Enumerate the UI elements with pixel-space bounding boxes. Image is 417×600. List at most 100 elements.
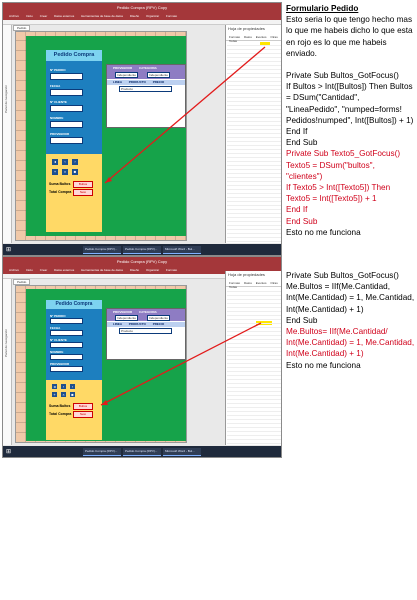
nav-next-button[interactable]: › bbox=[70, 384, 75, 389]
property-row[interactable] bbox=[227, 440, 281, 444]
tab-datos-externos[interactable]: Datos externos bbox=[54, 14, 75, 18]
tab-organizar[interactable]: Organizar bbox=[146, 14, 160, 18]
property-sheet[interactable]: Hoja de propiedades Formato Datos Evento… bbox=[225, 271, 281, 448]
input-bultos[interactable]: Bultos bbox=[73, 181, 93, 188]
prop-tab-otras[interactable]: Otras bbox=[270, 35, 278, 39]
tab-diseno[interactable]: Diseño bbox=[129, 14, 140, 18]
nav-prev-button[interactable]: ‹ bbox=[62, 159, 68, 165]
property-row[interactable] bbox=[227, 428, 281, 432]
prop-tab-otras[interactable]: Otras bbox=[270, 281, 278, 285]
navigation-pane[interactable]: Panel de navegación bbox=[3, 279, 12, 445]
taskbar-item-1[interactable]: Pedido Compra (RPV)... bbox=[83, 246, 121, 254]
input-fecha[interactable] bbox=[50, 89, 83, 96]
taskbar-item-1[interactable]: Pedido Compra (RPV)... bbox=[83, 448, 121, 456]
windows-start-icon[interactable]: ⊞ bbox=[6, 449, 12, 455]
form-tab-pedido[interactable]: Pedido bbox=[13, 25, 31, 31]
property-row[interactable] bbox=[227, 214, 281, 218]
nav-new-button[interactable]: + bbox=[52, 392, 57, 397]
input-bultos[interactable]: Bultos bbox=[73, 403, 93, 410]
property-row[interactable] bbox=[227, 206, 281, 210]
combo-categoria[interactable]: Independiente bbox=[147, 72, 170, 78]
nav-save-button[interactable]: ■ bbox=[70, 392, 75, 397]
nav-new-button[interactable]: + bbox=[52, 169, 58, 175]
property-row[interactable] bbox=[227, 408, 281, 412]
tab-formato[interactable]: Formato bbox=[166, 268, 178, 272]
property-row[interactable] bbox=[227, 308, 281, 312]
property-row[interactable] bbox=[227, 226, 281, 230]
input-proveedor[interactable] bbox=[50, 137, 83, 144]
taskbar-item-2[interactable]: Pedido Compra (RPV)... bbox=[123, 246, 161, 254]
nav-prev-button[interactable]: ‹ bbox=[61, 384, 66, 389]
tab-herramientas[interactable]: Herramientas de base de datos bbox=[81, 268, 123, 272]
input-producto[interactable]: Producto bbox=[119, 86, 172, 92]
input-fecha[interactable] bbox=[50, 330, 83, 336]
prop-tab-eventos[interactable]: Eventos bbox=[255, 281, 267, 285]
property-row[interactable] bbox=[227, 416, 281, 420]
tab-formato[interactable]: Formato bbox=[166, 14, 178, 18]
property-row[interactable] bbox=[227, 404, 281, 408]
subform-lineas[interactable]: PROVEEDOR CATEGORIA Independiente Indepe… bbox=[106, 308, 186, 360]
tab-crear[interactable]: Crear bbox=[39, 14, 48, 18]
subform-lineas[interactable]: PROVEEDOR CATEGORIA Independiente Indepe… bbox=[106, 64, 186, 128]
taskbar-item-3[interactable]: Microsoft Word - Bul... bbox=[163, 448, 201, 456]
property-row[interactable] bbox=[227, 222, 281, 226]
tab-diseno[interactable]: Diseño bbox=[129, 268, 140, 272]
nav-first-button[interactable]: ◂ bbox=[52, 384, 57, 389]
tab-herramientas[interactable]: Herramientas de base de datos bbox=[81, 14, 123, 18]
property-row[interactable] bbox=[227, 238, 281, 242]
property-row[interactable] bbox=[227, 412, 281, 416]
nav-next-button[interactable]: › bbox=[72, 159, 78, 165]
prop-tab-datos[interactable]: Datos bbox=[244, 281, 252, 285]
property-row[interactable] bbox=[227, 194, 281, 198]
property-row[interactable] bbox=[227, 182, 281, 186]
input-num-cliente[interactable] bbox=[50, 105, 83, 112]
input-num-cliente[interactable] bbox=[50, 342, 83, 348]
property-row[interactable] bbox=[227, 312, 281, 316]
input-nombre[interactable] bbox=[50, 121, 83, 128]
form-tab-pedido[interactable]: Pedido bbox=[13, 279, 31, 285]
tab-crear[interactable]: Crear bbox=[39, 268, 48, 272]
property-row[interactable] bbox=[227, 42, 281, 46]
property-row[interactable] bbox=[227, 202, 281, 206]
tab-datos-externos[interactable]: Datos externos bbox=[54, 268, 75, 272]
navigation-pane[interactable]: Panel de navegación bbox=[3, 25, 12, 243]
property-row[interactable] bbox=[227, 316, 281, 320]
property-row[interactable] bbox=[227, 210, 281, 214]
nav-first-button[interactable]: ◂ bbox=[52, 159, 58, 165]
property-row[interactable] bbox=[227, 190, 281, 194]
input-producto[interactable]: Producto bbox=[119, 328, 172, 334]
combo-categoria[interactable]: Independiente bbox=[147, 315, 170, 321]
property-row[interactable] bbox=[227, 424, 281, 428]
property-row[interactable] bbox=[227, 218, 281, 222]
taskbar-item-3[interactable]: Microsoft Word - Bul... bbox=[163, 246, 201, 254]
property-row[interactable] bbox=[227, 296, 281, 300]
tab-inicio[interactable]: Inicio bbox=[25, 268, 33, 272]
form-design-canvas[interactable]: Pedido Compra Nº PEDIDO FECHA Nº CLIENTE… bbox=[15, 31, 187, 241]
property-row[interactable] bbox=[227, 420, 281, 424]
nav-save-button[interactable]: ■ bbox=[72, 169, 78, 175]
tab-inicio[interactable]: Inicio bbox=[25, 14, 33, 18]
windows-start-icon[interactable]: ⊞ bbox=[6, 247, 12, 253]
nav-delete-button[interactable]: × bbox=[61, 392, 66, 397]
property-row[interactable] bbox=[227, 304, 281, 308]
input-num-pedido[interactable] bbox=[50, 73, 83, 80]
property-row[interactable] bbox=[227, 288, 281, 292]
property-row[interactable] bbox=[227, 186, 281, 190]
taskbar-item-2[interactable]: Pedido Compra (RPV)... bbox=[123, 448, 161, 456]
prop-tab-datos[interactable]: Datos bbox=[244, 35, 252, 39]
input-neto[interactable]: Neto bbox=[73, 411, 93, 418]
input-proveedor[interactable] bbox=[50, 366, 83, 372]
property-sheet[interactable]: Hoja de propiedades Formato Datos Evento… bbox=[225, 25, 281, 254]
prop-tab-todas[interactable]: Todas bbox=[229, 285, 238, 289]
property-row[interactable] bbox=[227, 198, 281, 202]
form-design-canvas[interactable]: Pedido Compra Nº PEDIDO FECHA Nº CLIENTE… bbox=[15, 285, 187, 443]
tab-archivo[interactable]: Archivo bbox=[9, 14, 20, 18]
property-row[interactable] bbox=[227, 234, 281, 238]
combo-proveedor[interactable]: Independiente bbox=[115, 315, 138, 321]
prop-tab-eventos[interactable]: Eventos bbox=[255, 35, 267, 39]
input-nombre[interactable] bbox=[50, 354, 83, 360]
tab-organizar[interactable]: Organizar bbox=[146, 268, 160, 272]
property-row[interactable] bbox=[227, 292, 281, 296]
property-row[interactable] bbox=[227, 432, 281, 436]
nav-delete-button[interactable]: × bbox=[62, 169, 68, 175]
